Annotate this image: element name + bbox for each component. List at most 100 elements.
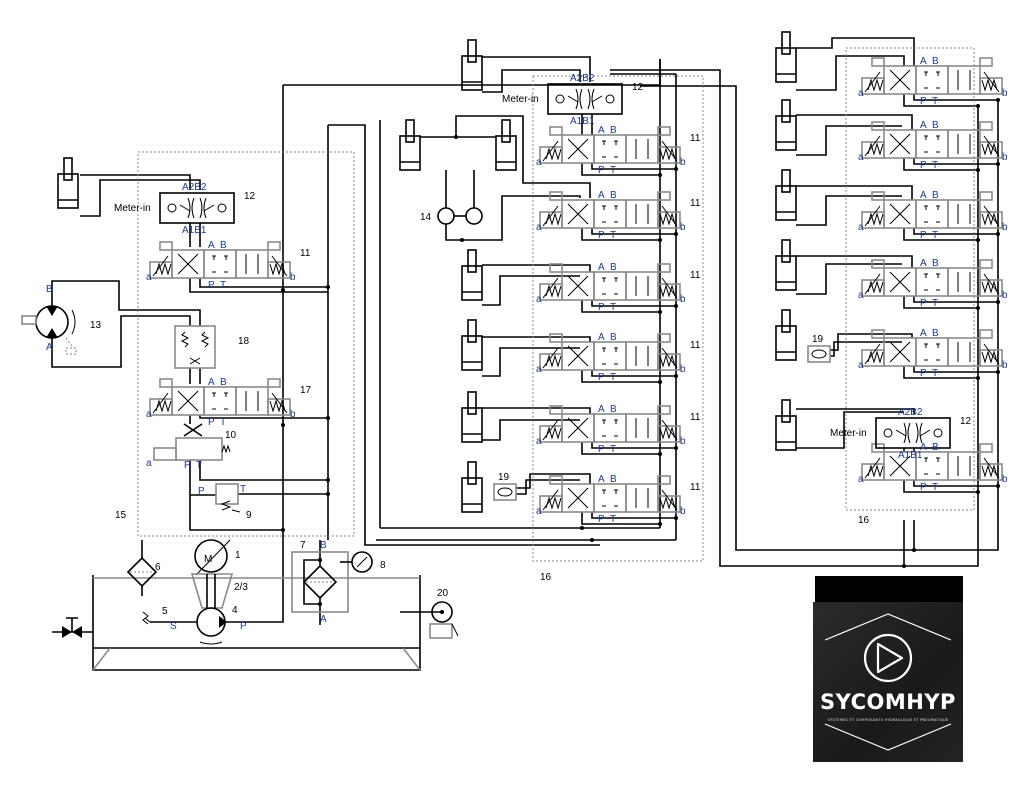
port-A-label: A bbox=[598, 332, 605, 343]
hydraulic-line bbox=[51, 280, 201, 326]
spring-a bbox=[867, 142, 884, 156]
cylinder-right-3 bbox=[775, 169, 797, 221]
relief-number-label: 9 bbox=[246, 510, 252, 521]
envelope-parallel bbox=[625, 134, 659, 164]
strainer-element bbox=[142, 611, 151, 625]
flow-divider-gear bbox=[811, 349, 827, 359]
pump-unit: M bbox=[190, 539, 234, 645]
cylinder-middle-5 bbox=[461, 461, 483, 513]
actuator-a bbox=[864, 273, 881, 295]
pressure-gauge-8 bbox=[340, 551, 373, 573]
cylinder-right-5 bbox=[775, 309, 797, 361]
pilot-a bbox=[549, 126, 563, 136]
cylinder-left bbox=[57, 157, 79, 209]
arrow-cross-2 bbox=[567, 345, 589, 367]
pilot-a bbox=[871, 121, 885, 131]
cylinder-twin-left bbox=[399, 119, 421, 171]
tank-leg-right bbox=[402, 647, 421, 671]
hydraulic-line bbox=[482, 69, 581, 93]
arrow-cross-2 bbox=[567, 487, 589, 509]
envelope-center bbox=[915, 129, 949, 159]
logo-panel: SYCOMHYP SYSTEMES ET COMPOSANTS HYDRAULI… bbox=[813, 602, 963, 762]
cylinder-barrel bbox=[461, 477, 483, 513]
logo-tagline: SYSTEMES ET COMPOSANTS HYDRAULIQUE ET PN… bbox=[827, 718, 949, 722]
spring-a bbox=[867, 212, 884, 226]
pilot-a bbox=[549, 333, 563, 343]
flow-control-body bbox=[159, 192, 235, 224]
orifices bbox=[903, 422, 923, 444]
valve-number-label: 11 bbox=[690, 270, 701, 281]
filter-port-B: B bbox=[320, 540, 327, 551]
pilot-b bbox=[657, 333, 671, 343]
port-b-label: b bbox=[680, 364, 686, 375]
motors-number-label: 14 bbox=[420, 212, 432, 223]
envelope-center bbox=[915, 267, 949, 297]
flow-divider bbox=[807, 345, 831, 363]
strainer-number-label: 5 bbox=[162, 606, 168, 617]
variable-speed-arrow bbox=[195, 539, 231, 576]
envelope-center bbox=[915, 65, 949, 95]
temp-switch-number-label: 20 bbox=[437, 588, 449, 599]
hydraulic-line bbox=[796, 408, 915, 414]
actuator-b bbox=[661, 347, 678, 369]
cross-relief-springs bbox=[180, 331, 210, 348]
port-a-label: a bbox=[858, 222, 864, 233]
cylinder-middle-3 bbox=[461, 319, 483, 371]
hydraulic-line bbox=[591, 370, 676, 377]
adjust-arrow-right bbox=[203, 204, 215, 212]
arrow-cross-2 bbox=[567, 203, 589, 225]
logo-frame bbox=[824, 613, 952, 751]
play-circle-icon bbox=[863, 633, 913, 683]
flow-control-top-ports: A2B2 bbox=[898, 407, 923, 418]
flow-control-bottom-ports: A1B1 bbox=[182, 225, 207, 236]
drain-valve bbox=[52, 617, 93, 638]
actuator-b bbox=[661, 140, 678, 162]
pilot-a bbox=[159, 378, 173, 388]
pilot-a bbox=[159, 241, 173, 251]
check-valve-right bbox=[605, 94, 615, 104]
actuator-a bbox=[152, 392, 169, 414]
port-B-label: B bbox=[220, 240, 227, 251]
hydraulic-line bbox=[913, 158, 998, 165]
envelope-parallel bbox=[625, 341, 659, 371]
logo-brand: SYCOMHYP bbox=[820, 690, 956, 714]
port-P-label: P bbox=[208, 280, 215, 291]
port-B-label: B bbox=[932, 56, 939, 67]
center-blocked bbox=[602, 347, 618, 365]
flow-control-top-ports: A2B2 bbox=[570, 73, 595, 84]
spring-a bbox=[867, 464, 884, 478]
spring-b bbox=[659, 354, 676, 368]
port-T-label: T bbox=[932, 482, 938, 493]
pilot-a bbox=[549, 263, 563, 273]
port-P-label: P bbox=[920, 482, 927, 493]
spring-b bbox=[981, 350, 998, 364]
hydraulic-line bbox=[482, 275, 580, 306]
coupling-number-label: 2/3 bbox=[234, 582, 248, 593]
envelope-parallel bbox=[235, 386, 269, 416]
directional-valve-right-2 bbox=[861, 121, 1003, 159]
cross-path-2 bbox=[189, 357, 201, 365]
actuator-a bbox=[152, 255, 169, 277]
hydraulic-line bbox=[591, 442, 676, 449]
manifold-number-label: 16 bbox=[858, 515, 870, 526]
check-valve-left bbox=[167, 203, 177, 213]
pilot-a bbox=[549, 475, 563, 485]
hydraulic-line bbox=[610, 69, 979, 567]
hydraulic-line bbox=[913, 480, 998, 487]
pilot-b bbox=[267, 378, 281, 388]
suction-strainer-5 bbox=[142, 611, 151, 625]
directional-valve-middle-6 bbox=[539, 475, 681, 513]
spring-a bbox=[867, 78, 884, 92]
actuator-b bbox=[983, 135, 1000, 157]
port-a-label: a bbox=[146, 272, 152, 283]
hydraulic-line bbox=[482, 264, 591, 272]
manifold-16-middle bbox=[532, 75, 704, 562]
port-P-label: P bbox=[598, 165, 605, 176]
actuator-a bbox=[542, 277, 559, 299]
port-b-label: b bbox=[1002, 222, 1008, 233]
logo-header-bar bbox=[815, 576, 963, 604]
cylinder-barrel bbox=[461, 335, 483, 371]
adjust-arrow-right bbox=[591, 95, 603, 103]
cylinder-rod bbox=[467, 249, 477, 273]
